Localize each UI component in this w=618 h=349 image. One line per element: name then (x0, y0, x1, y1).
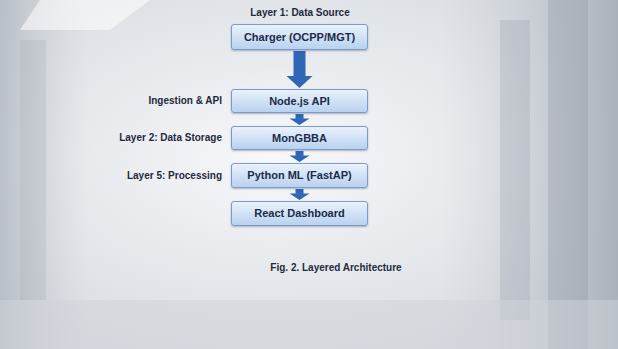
box-label: Node.js API (269, 95, 330, 108)
process-box: MonGBBA (231, 126, 368, 150)
process-box: Charger (OCPP/MGT) (231, 24, 368, 50)
box-label: MonGBBA (272, 132, 327, 145)
figure-caption: Fig. 2. Layered Architecture (270, 262, 401, 274)
box-label: React Dashboard (254, 207, 344, 220)
flow-arrow (290, 151, 310, 162)
flow-arrow (290, 114, 310, 125)
flow-arrow (290, 189, 310, 200)
flow-arrow (287, 51, 313, 88)
layer-label: Ingestion & API (148, 95, 222, 107)
process-box: Node.js API (231, 89, 368, 113)
layer-label: Layer 5: Processing (127, 170, 222, 182)
layer-label: Layer 1: Data Source (250, 7, 350, 19)
process-box: React Dashboard (231, 201, 368, 226)
layer-label: Layer 2: Data Storage (119, 132, 222, 144)
process-box: Python ML (FastAP) (231, 163, 368, 188)
box-label: Charger (OCPP/MGT) (244, 31, 355, 44)
box-label: Python ML (FastAP) (247, 169, 351, 182)
